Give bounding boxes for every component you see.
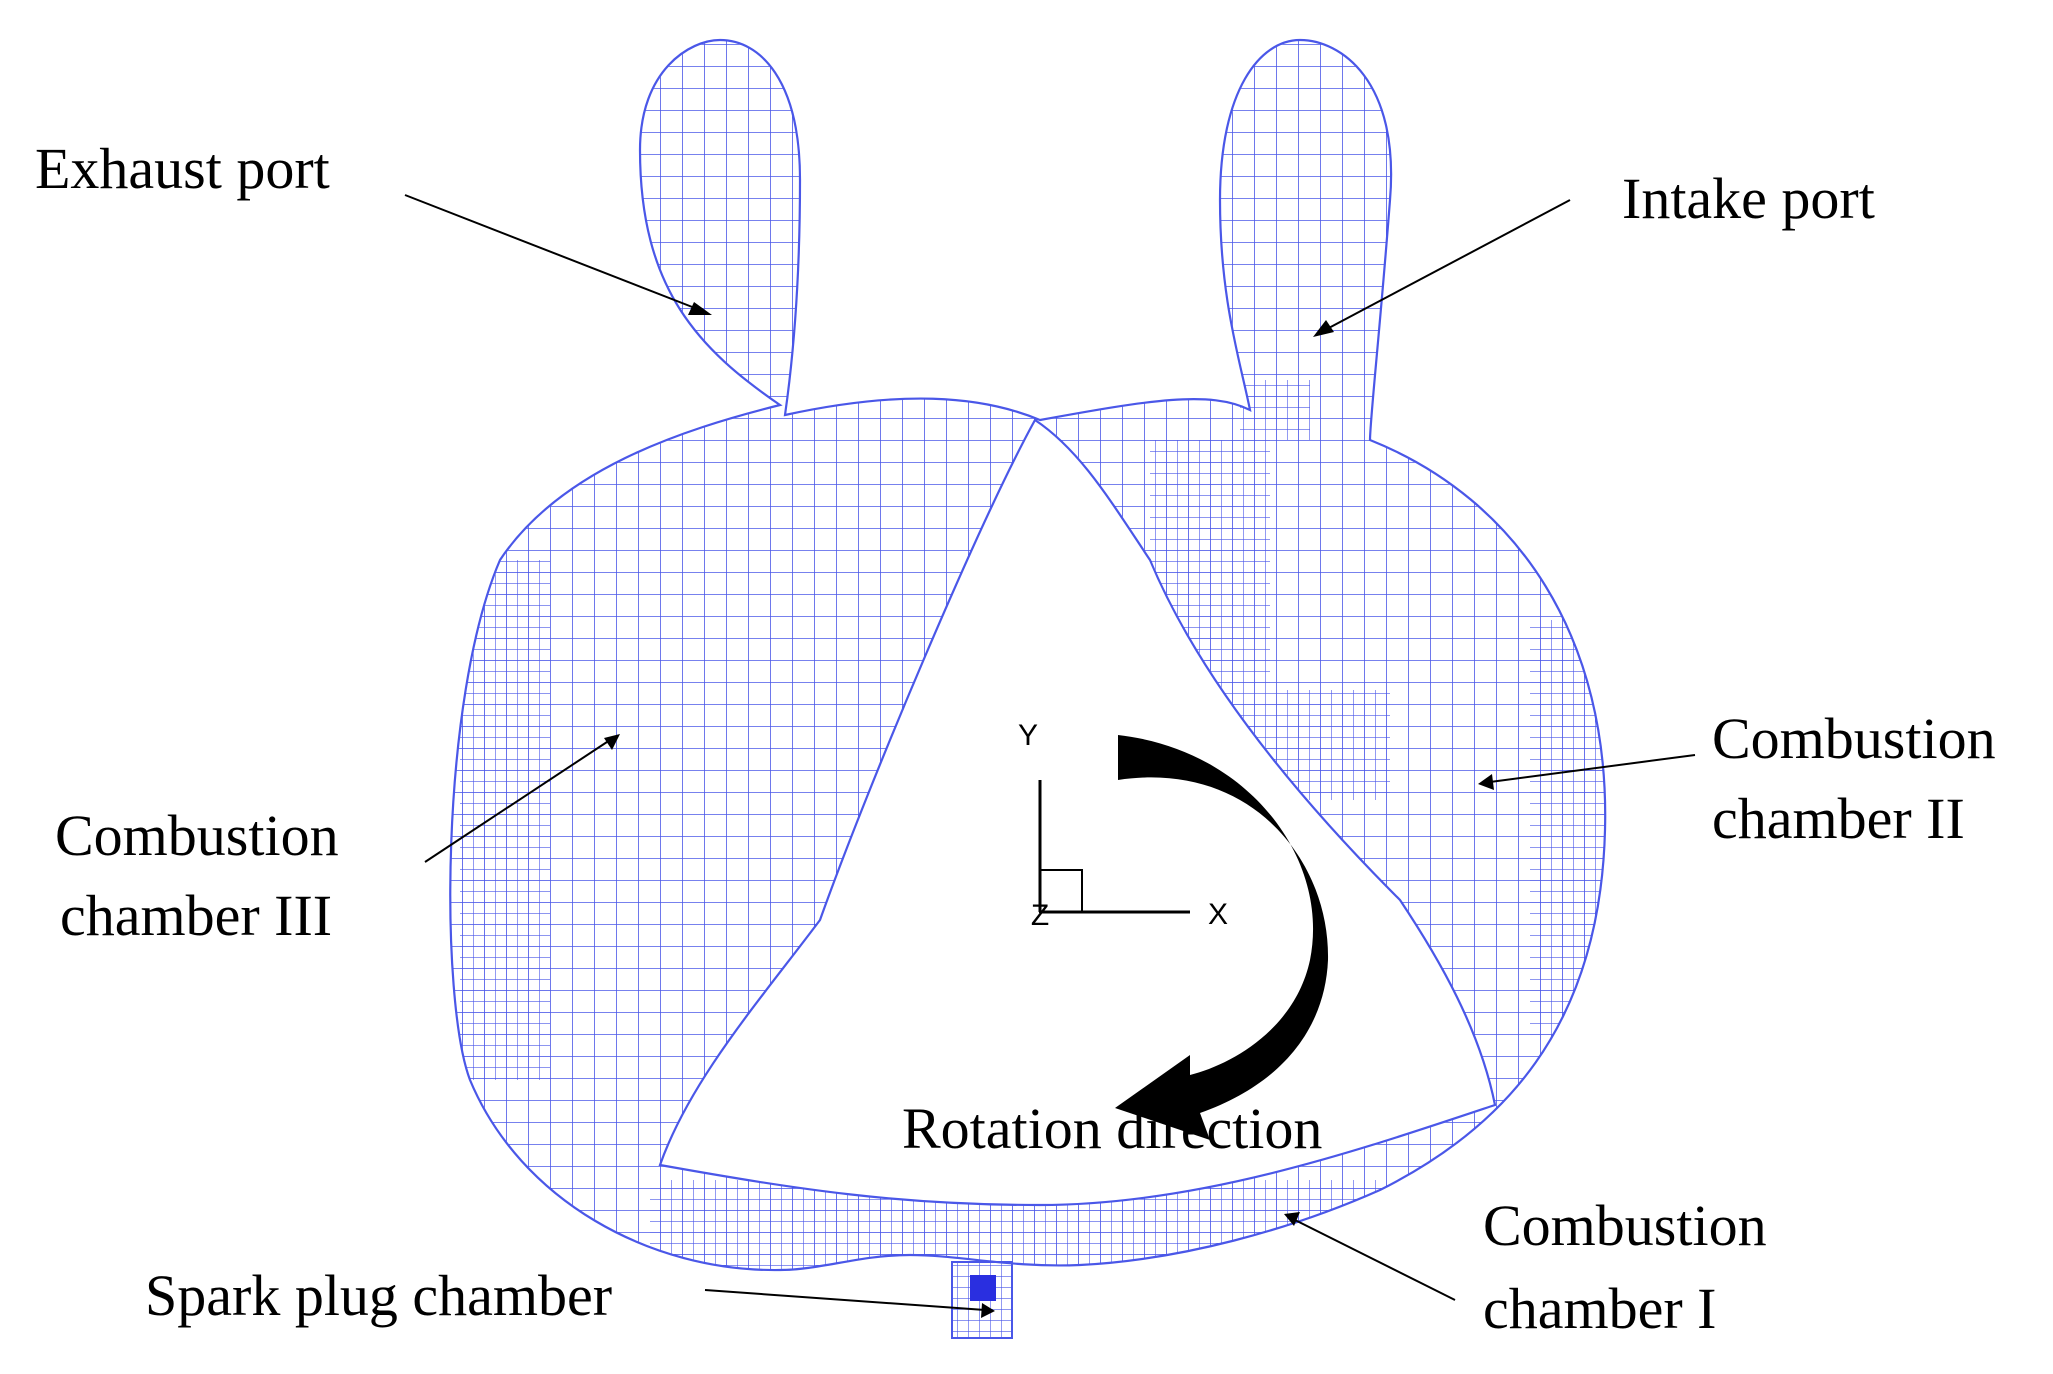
y-axis-label: Y: [1018, 719, 1038, 752]
spark-plug-chamber-label: Spark plug chamber: [145, 1263, 612, 1328]
exhaust-arrowhead: [688, 302, 712, 315]
spark-plug-arrowhead: [981, 1303, 995, 1318]
chamber-two-leader: [1489, 754, 1696, 783]
chamber-three-label-line2: chamber III: [60, 883, 332, 948]
z-axis-label: Z: [1031, 899, 1049, 932]
exhaust-port-leader: [404, 194, 701, 311]
spark-plug-block: [970, 1275, 996, 1301]
spark-plug-leader: [704, 1289, 986, 1311]
chamber-three-label-line1: Combustion: [55, 803, 339, 868]
leader-lines: [404, 194, 1696, 1311]
chamber-one-label-line1: Combustion: [1483, 1193, 1767, 1258]
chamber-two-arrowhead: [1478, 774, 1494, 790]
leader-arrowheads: [604, 302, 1494, 1318]
chamber-two-label-line2: chamber II: [1712, 786, 1965, 851]
x-axis-label: X: [1208, 898, 1228, 931]
rotation-arrow: [1115, 735, 1329, 1140]
coordinate-axes: [1038, 780, 1190, 914]
chamber-one-label-line2: chamber I: [1483, 1276, 1716, 1341]
exhaust-port-label: Exhaust port: [35, 136, 330, 201]
chamber-two-label-line1: Combustion: [1712, 706, 1996, 771]
chamber-one-leader: [1294, 1219, 1456, 1301]
intake-port-leader: [1324, 199, 1571, 331]
spark-plug-chamber-mesh: [951, 1261, 1013, 1339]
chamber-one-arrowhead: [1284, 1212, 1300, 1226]
intake-arrowhead: [1313, 320, 1334, 337]
rotation-direction-label: Rotation direction: [902, 1096, 1322, 1161]
chamber-three-leader: [424, 739, 611, 863]
chamber-three-arrowhead: [604, 734, 620, 750]
intake-port-label: Intake port: [1622, 166, 1875, 231]
